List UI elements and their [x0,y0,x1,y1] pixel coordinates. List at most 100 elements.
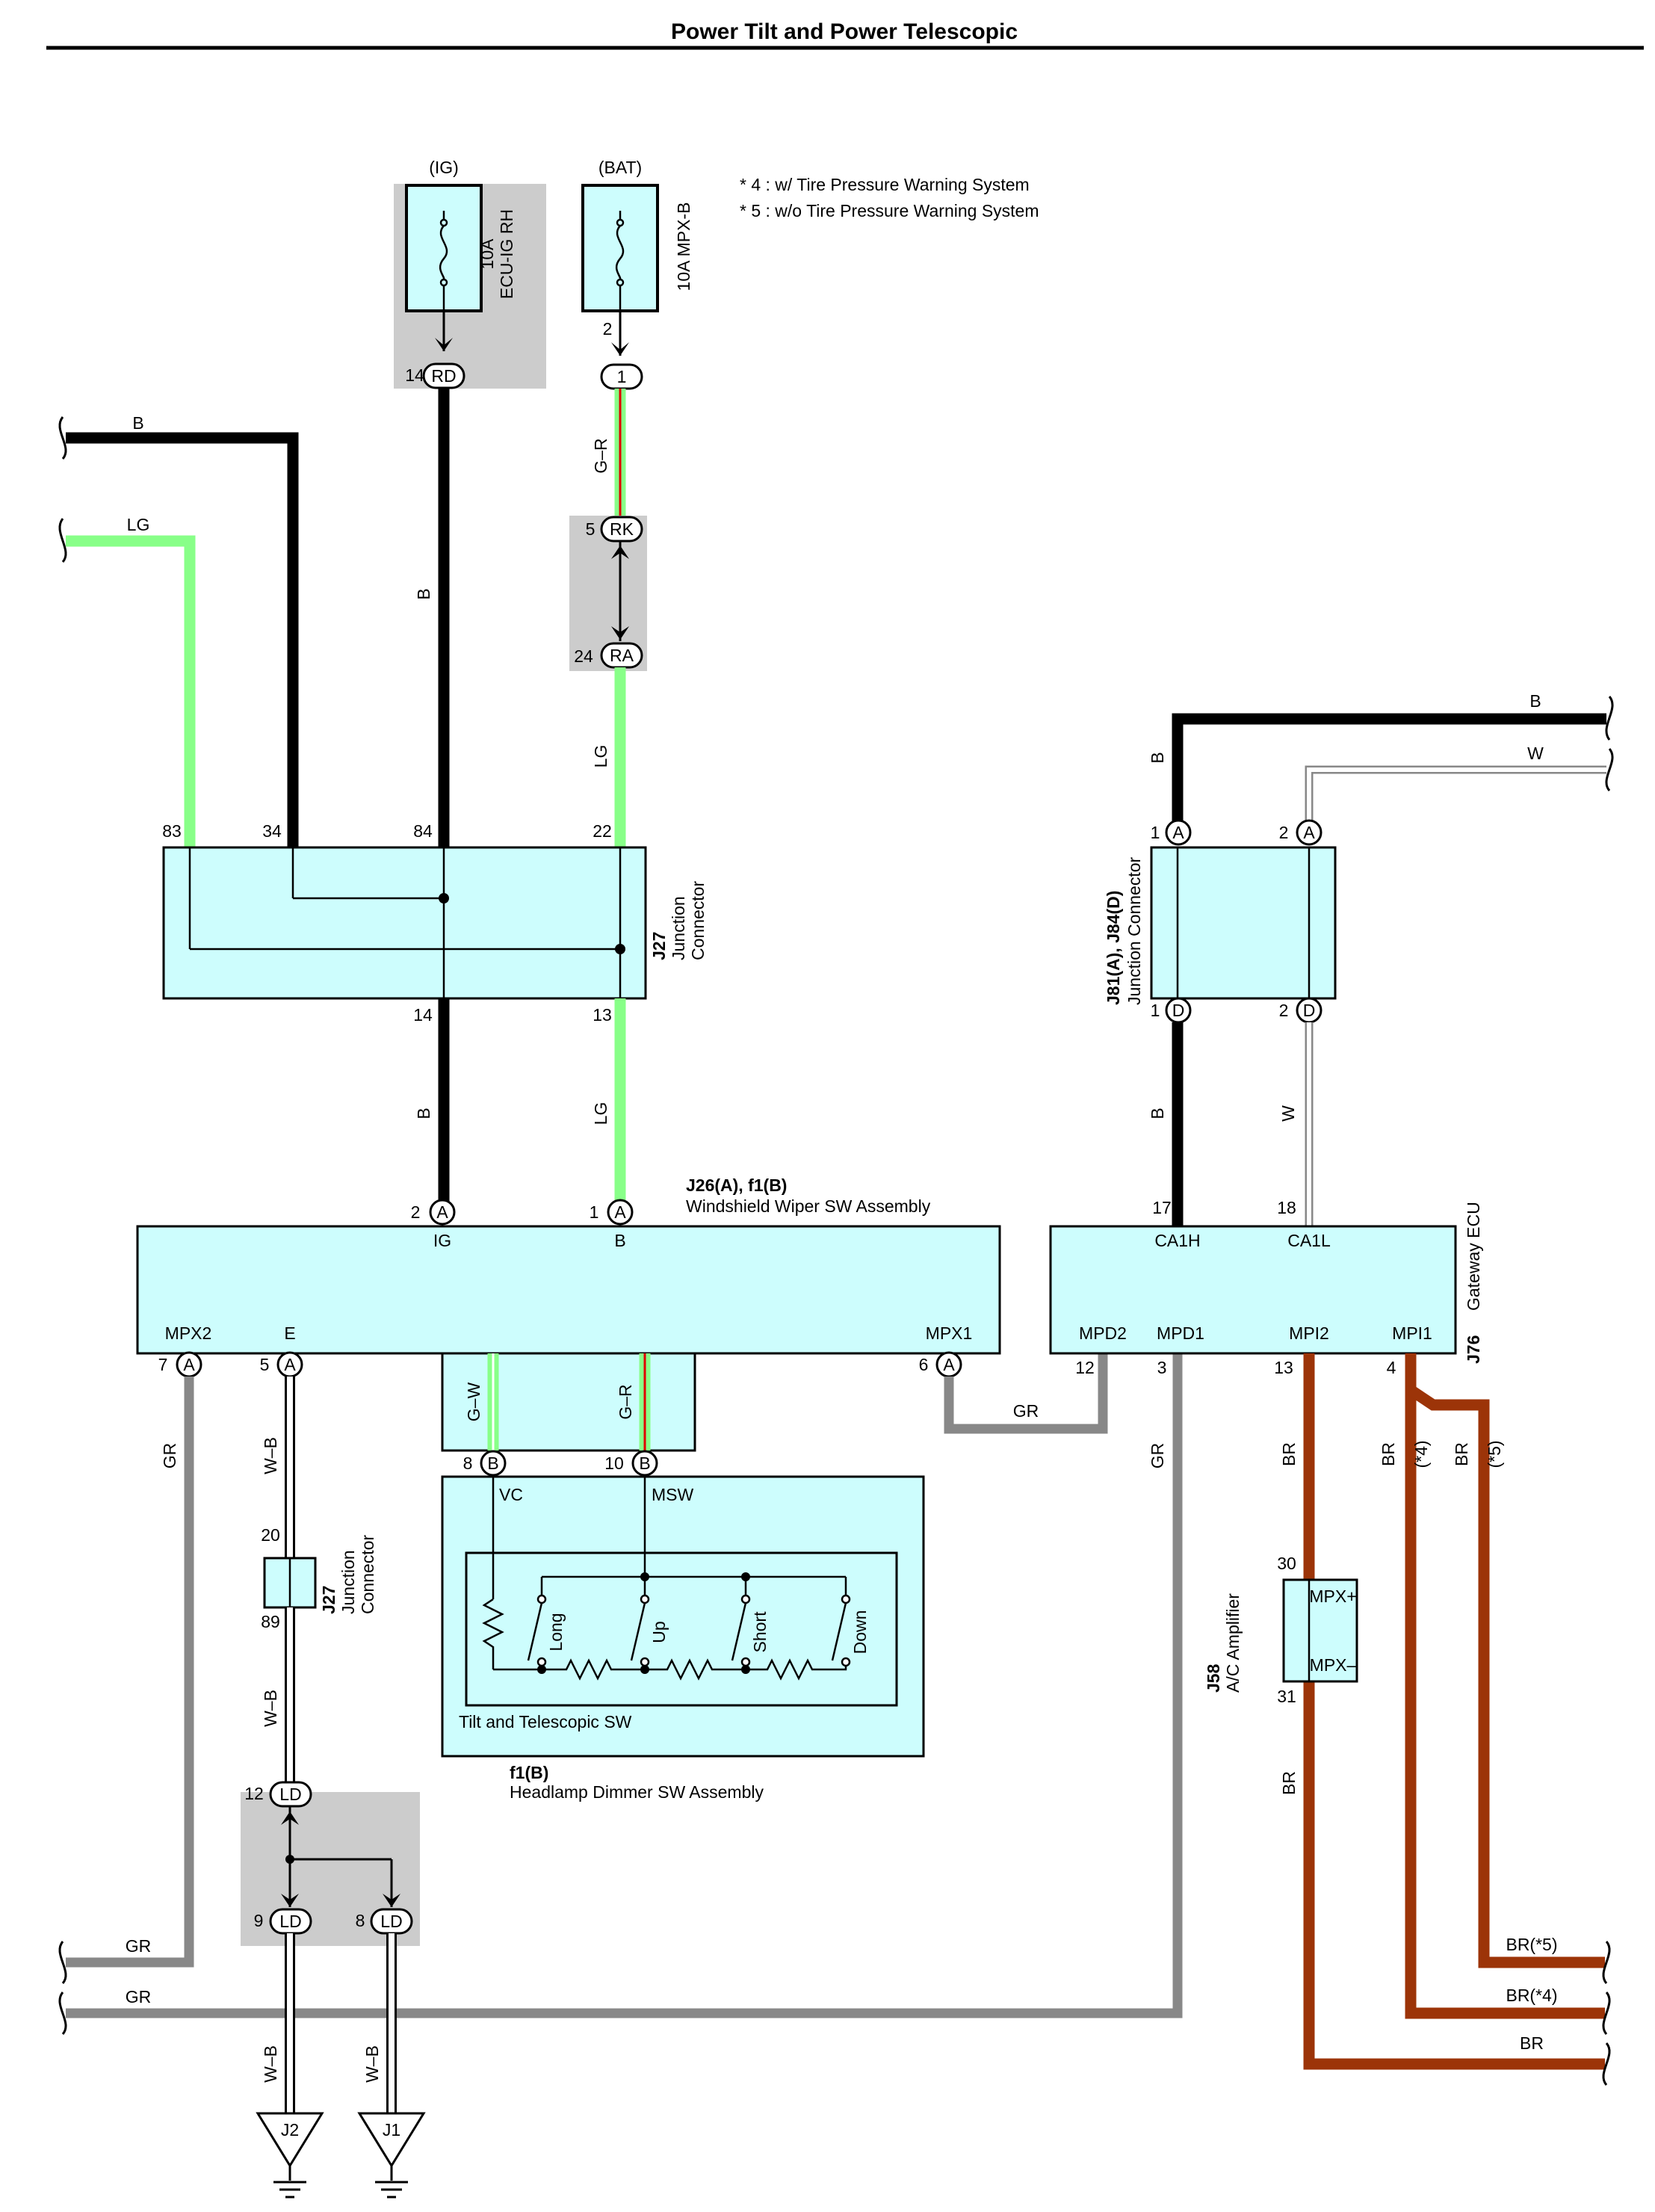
svg-text:22: 22 [593,821,612,841]
svg-text:MPX+: MPX+ [1309,1587,1356,1606]
wire-b-left [66,432,299,847]
switch-down: Down [850,1610,870,1655]
wire-label-br4-right: BR(*4) [1506,1986,1557,2005]
svg-text:MPI2: MPI2 [1289,1323,1329,1343]
svg-text:LD: LD [279,1912,301,1931]
wire-lg-left [66,535,196,847]
j27-name1: Junction [669,896,688,960]
svg-text:CA1H: CA1H [1154,1231,1200,1250]
wiper-pin-2a [429,1199,456,1226]
headlamp-dimmer-sw-assembly: VC MSW Tilt and Telescopic SW [441,1475,925,1802]
wire-label-wb-2: W–B [261,1690,280,1727]
svg-text:3: 3 [1157,1358,1167,1377]
fuse-mpx-b: (BAT) 10A MPX-B 2 1 [581,158,693,390]
wire-label-lg-left: LG [127,515,150,534]
fuse-ig-supply: (IG) [429,158,459,177]
wire-w-right [1305,765,1606,831]
j81-name: Junction Connector [1125,856,1144,1005]
svg-text:A: A [1172,823,1184,842]
gateway-box [1049,1225,1457,1355]
svg-text:34: 34 [262,821,282,841]
wiper-sw-assembly: J26(A), f1(B) Windshield Wiper SW Assemb… [136,1175,1001,1378]
svg-text:MPI1: MPI1 [1392,1323,1432,1343]
svg-text:A: A [183,1355,195,1374]
note-star4: * 4 : w/ Tire Pressure Warning System [740,175,1030,194]
gateway-name: Gateway ECU [1464,1202,1483,1311]
svg-text:14: 14 [413,1005,433,1025]
wire-gr-mpd1 [66,1353,1183,2018]
wire-label-star5: (*5) [1485,1440,1504,1468]
ground-j1: J1 [357,2112,426,2199]
svg-text:Connector: Connector [358,1535,377,1614]
wiper-sub-box [441,1352,696,1452]
gateway-id: J76 [1464,1335,1483,1364]
wire-b-right [1172,713,1606,831]
svg-text:J1: J1 [383,2120,400,2140]
svg-text:7: 7 [158,1355,168,1374]
fuse-ig-connector [422,362,465,389]
note-star5: * 5 : w/o Tire Pressure Warning System [740,201,1039,220]
wire-label-br-mpi2: BR [1279,1442,1299,1466]
svg-text:8: 8 [463,1453,473,1473]
svg-text:MSW: MSW [652,1485,694,1504]
wiper-box [136,1225,1001,1355]
wiper-pin-1a [607,1199,634,1226]
wire-gr-mpx1-mpd2 [944,1353,1108,1434]
tilt-telescopic-sw-box [465,1551,898,1707]
svg-text:18: 18 [1277,1198,1296,1217]
fuse-ig-rating: 10A [477,238,497,270]
j27-box [162,846,647,1000]
wire-label-br-ac: BR [1279,1771,1299,1795]
j81-pin-1a [1165,819,1192,846]
j81-box [1150,846,1337,1000]
svg-text:LD: LD [279,1785,301,1804]
switch-up: Up [649,1621,669,1643]
wire-label-b-right: B [1529,691,1541,711]
svg-text:Junction: Junction [338,1550,358,1614]
svg-text:1: 1 [617,367,627,386]
svg-text:12: 12 [1075,1358,1095,1377]
fuse-ig-name: ECU-IG RH [497,209,516,299]
ac-amp-name: A/C Amplifier [1223,1593,1243,1693]
wire-label-star4: (*4) [1411,1440,1431,1468]
j81-id: J81(A), J84(D) [1104,891,1123,1005]
wire-label-b-ig: B [414,588,433,599]
wire-label-gr-bat: G–R [591,438,610,473]
svg-text:1: 1 [590,1202,599,1222]
svg-text:RA: RA [610,646,634,665]
svg-text:84: 84 [413,821,433,841]
wire-label-gr-mpd1: GR [1148,1443,1167,1469]
wire-gr-mpx2 [66,1377,194,1968]
wire-label-gw: G–W [464,1382,483,1422]
svg-text:13: 13 [1274,1358,1293,1377]
svg-text:20: 20 [261,1525,280,1545]
svg-text:31: 31 [1277,1687,1296,1706]
wire-br-star4 [1405,1353,1605,2019]
svg-text:10: 10 [604,1453,624,1473]
gateway-ecu: 17 18 CA1H CA1L MPD2 MPD1 MPI2 MPI1 12 3… [1049,1198,1483,1377]
wiper-name: Windshield Wiper SW Assembly [686,1196,931,1216]
svg-text:B: B [639,1453,650,1473]
svg-text:A: A [436,1202,448,1222]
svg-text:IG: IG [433,1231,451,1250]
svg-text:8: 8 [356,1911,365,1930]
wire-br-star5 [1407,1385,1605,1968]
inline-connector-ld: 12 LD 9 LD 8 LD [244,1781,413,1935]
svg-text:VC: VC [499,1485,523,1504]
wire-label-lg-j27: LG [591,1102,610,1125]
wire-label-b-left: B [132,413,143,433]
j27-id: J27 [649,932,669,960]
headlamp-id: f1(B) [510,1763,548,1782]
wire-br-main [1303,1681,1605,2070]
svg-text:MPX–: MPX– [1310,1655,1357,1675]
wire-label-lg-ra: LG [591,745,610,768]
wire-label-w-right: W [1527,744,1544,763]
svg-text:2: 2 [1279,1001,1289,1020]
wiper-id: J26(A), f1(B) [686,1175,787,1195]
wire-label-wb-1: W–B [261,1437,280,1474]
svg-text:A: A [943,1355,955,1374]
svg-text:MPX1: MPX1 [926,1323,973,1343]
svg-text:89: 89 [261,1612,280,1631]
wire-label-gr-left2: GR [126,1987,152,2006]
